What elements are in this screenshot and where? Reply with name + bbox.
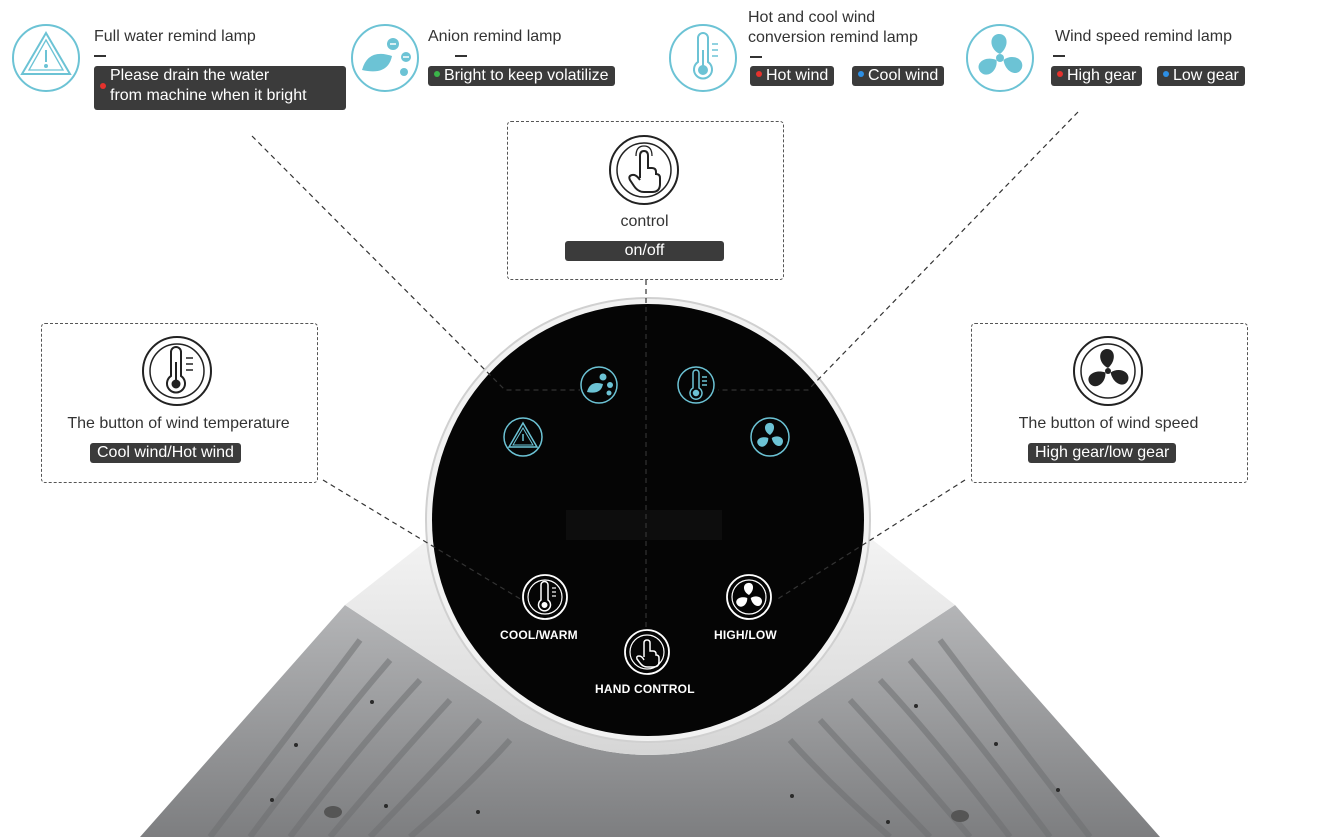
high-gear-option: High gear <box>1051 66 1143 86</box>
cool-wind-text: Cool wind <box>868 67 939 84</box>
red-dot-icon <box>100 83 106 89</box>
thermometer-icon <box>669 24 737 92</box>
blue-dot-icon <box>858 70 864 77</box>
dash-divider <box>1053 55 1065 57</box>
blue-dot-icon <box>1163 70 1169 77</box>
lamp-title: Anion remind lamp <box>428 28 562 45</box>
lamp-title: Full water remind lamp <box>94 28 256 45</box>
fan-icon <box>1073 336 1143 406</box>
cool-wind-option: Cool wind <box>852 66 945 86</box>
temperature-button-callout <box>41 323 318 483</box>
dash-divider <box>455 55 467 57</box>
thermometer-icon <box>142 336 212 406</box>
control-value: on/off <box>565 241 724 261</box>
grille-body <box>140 605 1160 837</box>
speed-value: High gear/low gear <box>1028 443 1177 463</box>
lamp-title: Wind speed remind lamp <box>1055 28 1232 45</box>
description-line-1: Please drain the water <box>110 67 270 84</box>
warning-triangle-icon <box>12 24 80 92</box>
high-gear-text: High gear <box>1067 67 1137 84</box>
temperature-value: Cool wind/Hot wind <box>90 443 241 463</box>
anion-description-text: Bright to keep volatilize <box>444 67 609 84</box>
hand-touch-icon <box>609 135 679 205</box>
panel-anion-icon <box>580 366 618 404</box>
hand-control-label: HAND CONTROL <box>595 682 695 696</box>
high-low-button-icon[interactable] <box>726 574 772 620</box>
lamp-title-line-1: Hot and cool wind <box>748 9 876 26</box>
hot-wind-text: Hot wind <box>766 67 829 84</box>
control-label: control <box>620 213 669 230</box>
description-line-2: from machine when it bright <box>110 87 307 104</box>
speed-label: The button of wind speed <box>1018 415 1199 432</box>
temperature-label: The button of wind temperature <box>67 415 290 432</box>
control-button-callout <box>507 121 784 280</box>
low-gear-option: Low gear <box>1157 66 1245 86</box>
full-water-description: Please drain the water from machine when… <box>94 66 346 110</box>
green-dot-icon <box>434 70 440 77</box>
panel-warning-icon <box>503 417 543 457</box>
high-low-label: HIGH/LOW <box>714 628 777 642</box>
anion-leaf-icon <box>351 24 419 92</box>
dash-divider <box>750 56 762 58</box>
panel-thermometer-lamp-icon <box>677 366 715 404</box>
anion-description: Bright to keep volatilize <box>428 66 615 86</box>
low-gear-text: Low gear <box>1173 67 1239 84</box>
red-dot-icon <box>1057 70 1063 77</box>
hand-control-button-icon[interactable] <box>624 629 670 675</box>
lamp-title-line-2: conversion remind lamp <box>748 29 918 46</box>
cool-warm-button-icon[interactable] <box>522 574 568 620</box>
cool-warm-label: COOL/WARM <box>500 628 578 642</box>
dash-divider <box>94 55 106 57</box>
fan-icon <box>966 24 1034 92</box>
panel-fan-lamp-icon <box>750 417 790 457</box>
speed-button-callout <box>971 323 1248 483</box>
hot-wind-option: Hot wind <box>750 66 835 86</box>
red-dot-icon <box>756 70 762 77</box>
